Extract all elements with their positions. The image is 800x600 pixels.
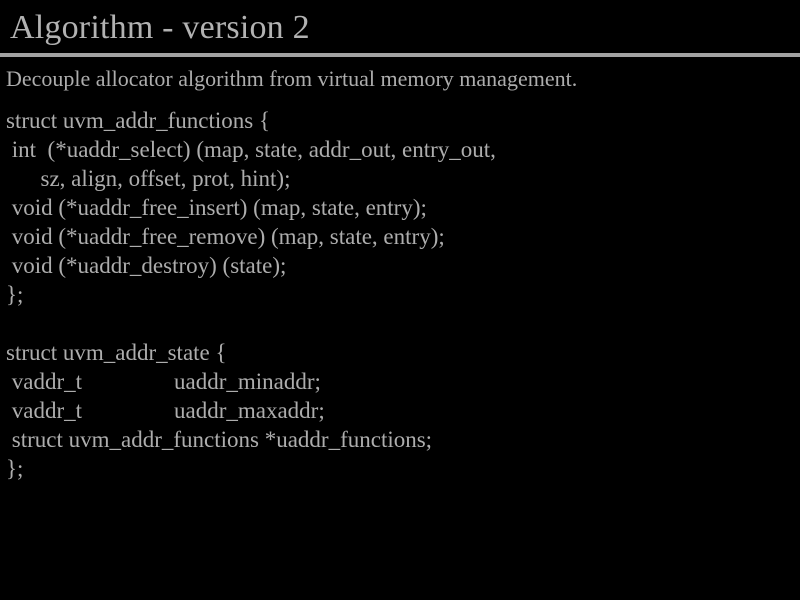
code-line: int (*uaddr_select) (map, state, addr_ou… <box>6 137 496 162</box>
code-block-uvm-addr-state: struct uvm_addr_state { vaddr_t uaddr_mi… <box>6 338 796 483</box>
code-line: sz, align, offset, prot, hint); <box>6 166 291 191</box>
code-line: vaddr_t uaddr_maxaddr; <box>6 398 325 423</box>
code-line: void (*uaddr_free_remove) (map, state, e… <box>6 224 445 249</box>
slide-body: Decouple allocator algorithm from virtua… <box>6 64 796 483</box>
code-line: struct uvm_addr_functions { <box>6 108 270 133</box>
code-line: void (*uaddr_free_insert) (map, state, e… <box>6 195 427 220</box>
code-line: vaddr_t uaddr_minaddr; <box>6 369 321 394</box>
page-title: Algorithm - version 2 <box>10 9 310 46</box>
code-block-uvm-addr-functions: struct uvm_addr_functions { int (*uaddr_… <box>6 106 796 309</box>
code-line: void (*uaddr_destroy) (state); <box>6 253 287 278</box>
code-line: struct uvm_addr_state { <box>6 340 227 365</box>
intro-text: Decouple allocator algorithm from virtua… <box>6 66 578 91</box>
block-spacer <box>6 309 796 338</box>
code-line: }; <box>6 456 24 481</box>
title-divider <box>0 53 800 57</box>
code-line: struct uvm_addr_functions *uaddr_functio… <box>6 427 433 452</box>
code-line: }; <box>6 282 24 307</box>
